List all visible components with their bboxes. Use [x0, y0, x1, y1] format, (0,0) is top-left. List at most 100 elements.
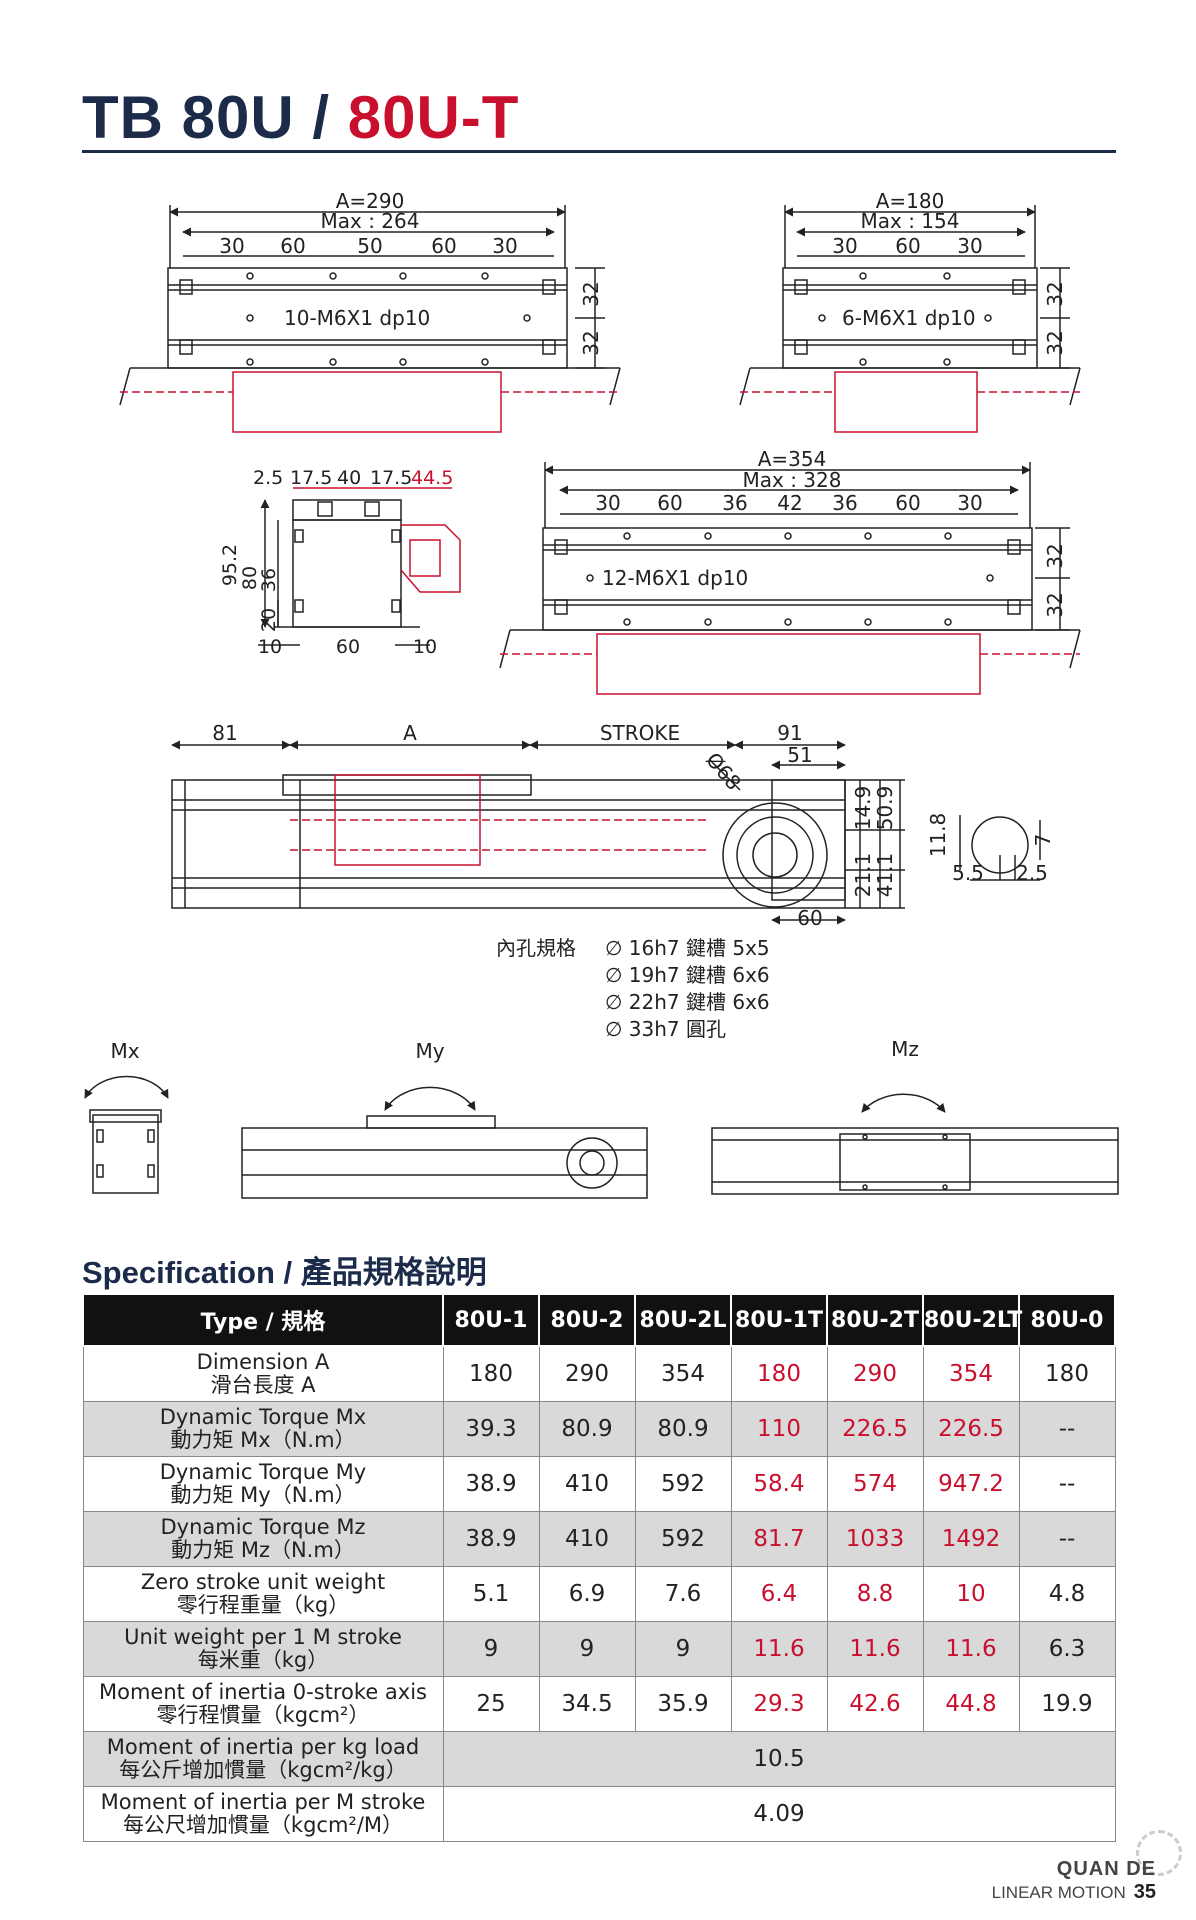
view-a290	[119, 205, 621, 433]
svg-text:30: 30	[219, 234, 244, 258]
header-col: 80U-1T	[730, 1293, 828, 1347]
header-col: 80U-2LT	[922, 1293, 1022, 1347]
svg-text:41.1: 41.1	[873, 853, 897, 898]
brand-tagline: LINEAR MOTION	[991, 1883, 1126, 1902]
cell: 11.6	[922, 1621, 1020, 1677]
header-col: 80U-2	[538, 1293, 636, 1347]
svg-text:2.5: 2.5	[253, 467, 283, 489]
svg-text:A: A	[403, 721, 417, 745]
svg-text:5.5: 5.5	[952, 861, 984, 885]
cell: 39.3	[442, 1401, 540, 1457]
cell: 11.6	[730, 1621, 828, 1677]
view-a180	[739, 205, 1081, 433]
svg-text:2.5: 2.5	[1016, 861, 1048, 885]
title-rule	[82, 150, 1116, 153]
moment-labels: Mx My Mz	[110, 1037, 918, 1063]
svg-text:Ø68: Ø68	[701, 748, 746, 795]
svg-text:32: 32	[579, 330, 603, 355]
svg-text:21.1: 21.1	[851, 853, 875, 898]
merged-cell: 10.5	[442, 1731, 1116, 1787]
cell: 290	[826, 1345, 924, 1402]
cell: 354	[634, 1345, 732, 1402]
cell: 34.5	[538, 1676, 636, 1732]
svg-text:17.5: 17.5	[370, 467, 412, 489]
svg-text:7: 7	[1031, 834, 1055, 847]
cell: 80.9	[538, 1401, 636, 1457]
svg-text:∅ 33h7 圓孔: ∅ 33h7 圓孔	[605, 1017, 726, 1041]
svg-text:A=290: A=290	[336, 189, 405, 213]
cell: 947.2	[922, 1456, 1020, 1512]
cell: 10	[922, 1566, 1020, 1622]
header-col: 80U-0	[1018, 1293, 1116, 1347]
gear-icon	[1136, 1830, 1182, 1876]
cell: 35.9	[634, 1676, 732, 1732]
svg-text:10: 10	[413, 636, 437, 658]
cell: 5.1	[442, 1566, 540, 1622]
view-a354	[499, 462, 1081, 695]
svg-text:10: 10	[258, 636, 282, 658]
svg-text:30: 30	[595, 491, 620, 515]
svg-text:17.5: 17.5	[290, 467, 332, 489]
svg-text:36: 36	[722, 491, 747, 515]
svg-text:內孔規格: 內孔規格	[496, 936, 576, 960]
cell: 226.5	[826, 1401, 924, 1457]
header-col: 80U-2L	[634, 1293, 732, 1347]
cell: 410	[538, 1456, 636, 1512]
svg-text:32: 32	[1043, 330, 1067, 355]
svg-text:42: 42	[777, 491, 802, 515]
merged-cell: 4.09	[442, 1786, 1116, 1842]
cell: 42.6	[826, 1676, 924, 1732]
technical-drawings: A=290 Max : 264 30 60 50 60 30 10-M6X1 d…	[84, 189, 1119, 1199]
svg-text:12-M6X1 dp10: 12-M6X1 dp10	[602, 566, 748, 590]
svg-text:80: 80	[239, 566, 261, 590]
cell: 25	[442, 1676, 540, 1732]
svg-text:30: 30	[832, 234, 857, 258]
cell: 8.8	[826, 1566, 924, 1622]
header-col: 80U-2T	[826, 1293, 924, 1347]
cell: 9	[538, 1621, 636, 1677]
cell: --	[1018, 1456, 1116, 1512]
svg-text:44.5: 44.5	[411, 467, 453, 489]
cell: 19.9	[1018, 1676, 1116, 1732]
cell: 11.6	[826, 1621, 924, 1677]
svg-text:60: 60	[280, 234, 305, 258]
header-col: 80U-1	[442, 1293, 540, 1347]
svg-text:A=354: A=354	[758, 447, 827, 471]
cell: 4.8	[1018, 1566, 1116, 1622]
cell: 180	[730, 1345, 828, 1402]
svg-text:10-M6X1 dp10: 10-M6X1 dp10	[284, 306, 430, 330]
cell: 7.6	[634, 1566, 732, 1622]
cell: 29.3	[730, 1676, 828, 1732]
svg-text:60: 60	[797, 906, 822, 930]
cell: 6.4	[730, 1566, 828, 1622]
cell: 1492	[922, 1511, 1020, 1567]
section-view	[258, 487, 461, 646]
cell: 1033	[826, 1511, 924, 1567]
svg-text:20: 20	[258, 608, 280, 632]
cell: 410	[538, 1511, 636, 1567]
page-title: TB 80U / 80U-T	[82, 84, 520, 151]
cell: 6.3	[1018, 1621, 1116, 1677]
svg-text:Mz: Mz	[891, 1037, 919, 1061]
svg-text:Max : 264: Max : 264	[321, 209, 420, 233]
page-number: 35	[1133, 1881, 1156, 1903]
cell: 592	[634, 1456, 732, 1512]
svg-text:60: 60	[431, 234, 456, 258]
svg-text:Mx: Mx	[110, 1039, 139, 1063]
cell: --	[1018, 1511, 1116, 1567]
side-view-labels: 81 A STROKE 91 51 Ø68 14.9 50.9 21.1 41.…	[212, 721, 1055, 930]
cell: 38.9	[442, 1456, 540, 1512]
svg-text:32: 32	[1043, 592, 1067, 617]
svg-text:36: 36	[832, 491, 857, 515]
svg-text:32: 32	[1043, 543, 1067, 568]
cell: 81.7	[730, 1511, 828, 1567]
